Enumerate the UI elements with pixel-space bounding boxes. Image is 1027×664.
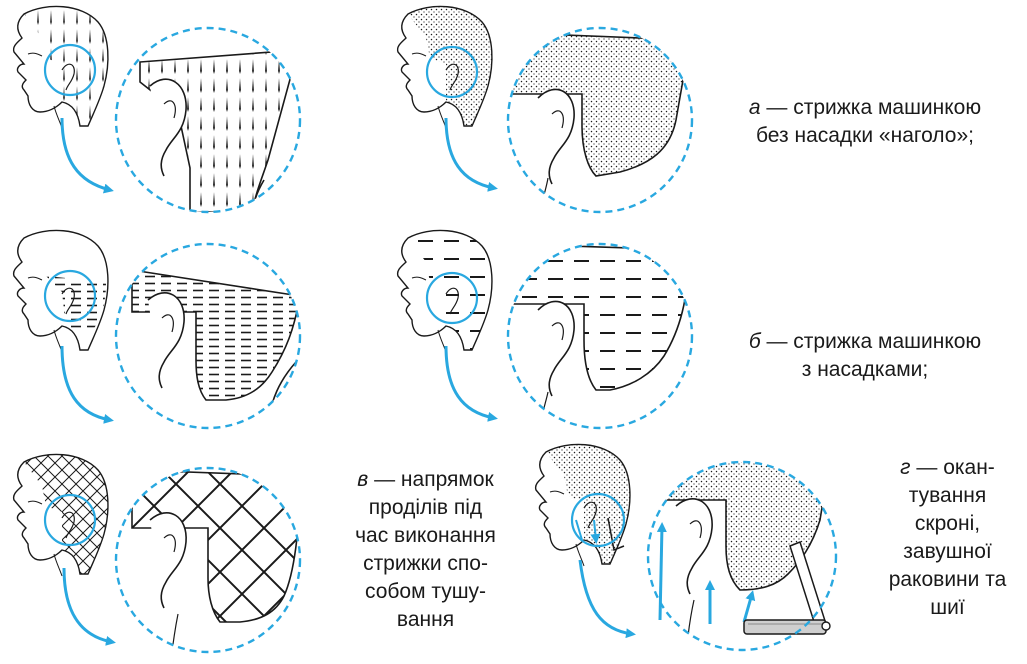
panel-g [536, 444, 836, 656]
caption-g: г — окан- тування скроні, завушної раков… [870, 454, 1025, 622]
panel-a-right [398, 6, 692, 212]
panel-v [14, 454, 300, 652]
zoomed-region [116, 468, 300, 652]
head-icon [398, 230, 492, 352]
zoomed-region [508, 28, 692, 212]
caption-v: в — напрямок проділів під час виконання … [338, 466, 513, 634]
caption-letter: а [749, 96, 761, 119]
caption-b: б — стрижка машинкою з насадками; [715, 328, 1015, 384]
panel-a-left [14, 6, 300, 212]
caption-text: — стрижка машинкою без насадки «наголо»; [756, 96, 981, 147]
zoomed-region [508, 244, 692, 428]
caption-letter: г [900, 456, 910, 479]
caption-text: — окан- тування скроні, завушної раковин… [889, 456, 1007, 619]
caption-a: а — стрижка машинкою без насадки «наголо… [715, 94, 1015, 150]
zoom-arrow-icon [64, 568, 112, 642]
caption-letter: в [357, 468, 368, 491]
head-icon [398, 6, 492, 128]
zoom-arrow-icon [446, 346, 494, 418]
caption-letter: б [749, 330, 761, 353]
zoom-arrow-icon [580, 560, 632, 634]
zoomed-region [116, 244, 300, 428]
zoomed-region [648, 458, 836, 656]
zoomed-region [116, 28, 300, 212]
head-icon [536, 444, 630, 566]
zoom-arrow-icon [446, 118, 494, 188]
caption-text: — напрямок проділів під час виконання ст… [355, 468, 496, 631]
caption-text: — стрижка машинкою з насадками; [761, 330, 982, 381]
panel-b-left [14, 230, 300, 428]
panel-b-right [398, 230, 692, 428]
zoom-arrow-icon [62, 346, 110, 420]
zoom-arrow-icon [62, 118, 110, 190]
